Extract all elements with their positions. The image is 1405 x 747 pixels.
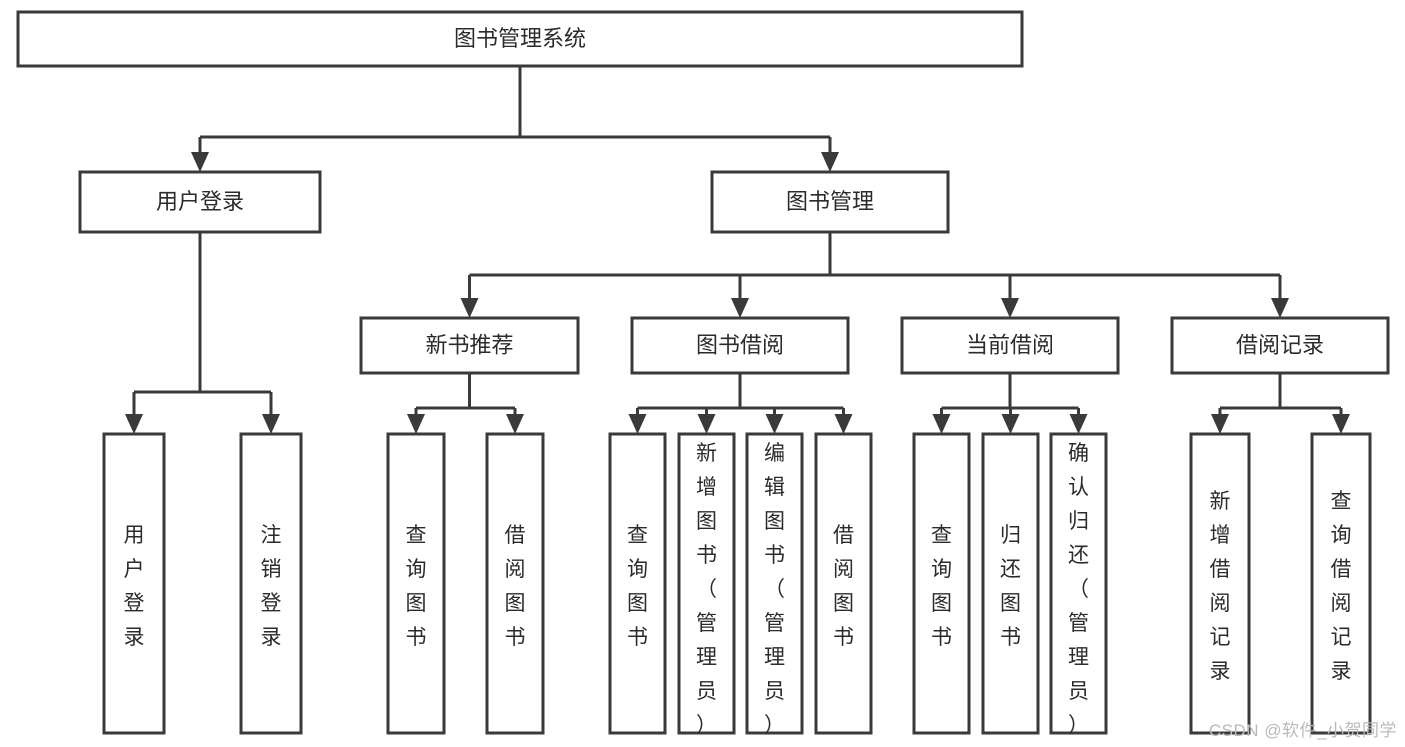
arrow-head-icon (821, 152, 839, 172)
arrow-head-icon (834, 414, 853, 434)
node-box-outline (608, 432, 667, 735)
node-box-outline (814, 432, 873, 735)
arrow-head-icon (262, 414, 280, 434)
arrow-head-icon (125, 414, 143, 434)
node-label: 图书借阅 (696, 332, 784, 357)
node-box-outline (677, 432, 736, 735)
node-新增图书管理员-leaf[interactable]: 新增图书（管理员） (677, 432, 736, 737)
node-新书推荐-level2[interactable]: 新书推荐 (359, 316, 580, 375)
node-借阅记录-level2[interactable]: 借阅记录 (1170, 316, 1390, 375)
arrow-head-icon (506, 414, 524, 434)
node-box-outline (239, 432, 303, 735)
arrow-head-icon (697, 414, 716, 434)
node-label: 借阅记录 (1236, 332, 1324, 357)
arrow-head-icon (191, 152, 209, 172)
node-box-outline (1049, 432, 1108, 735)
node-box-outline (16, 10, 1024, 68)
node-label: 当前借阅 (966, 332, 1054, 357)
node-当前借阅-level2[interactable]: 当前借阅 (900, 316, 1120, 375)
node-label: 借阅图书 (833, 524, 854, 649)
node-label: 借阅图书 (505, 524, 526, 649)
node-box-outline (1310, 432, 1372, 735)
node-查询图书-leaf[interactable]: 查询图书 (386, 432, 446, 735)
node-box-outline (1189, 432, 1251, 735)
node-box-outline (1170, 316, 1390, 375)
node-查询借阅记录-leaf[interactable]: 查询借阅记录 (1310, 432, 1372, 735)
node-box-outline (630, 316, 850, 375)
arrow-head-icon (731, 298, 749, 318)
node-label: 用户登录 (124, 524, 145, 649)
node-label: 查询图书 (406, 524, 427, 649)
node-box-outline (102, 432, 166, 735)
node-图书借阅-level2[interactable]: 图书借阅 (630, 316, 850, 375)
arrow-head-icon (1211, 414, 1229, 434)
node-归还图书-leaf[interactable]: 归还图书 (981, 432, 1040, 735)
node-label: 查询借阅记录 (1331, 490, 1352, 683)
arrow-head-icon (407, 414, 425, 434)
node-用户登录-leaf[interactable]: 用户登录 (102, 432, 166, 735)
arrow-head-icon (932, 414, 951, 434)
arrow-head-icon (765, 414, 784, 434)
node-label: 编辑图书（管理员） (764, 442, 785, 737)
node-注销登录-leaf[interactable]: 注销登录 (239, 432, 303, 735)
node-确认归还管理员-leaf[interactable]: 确认归还（管理员） (1049, 432, 1108, 737)
node-label: 查询图书 (931, 524, 952, 649)
node-label: 新增借阅记录 (1210, 490, 1231, 683)
arrow-head-icon (460, 298, 479, 318)
arrow-head-icon (1069, 414, 1088, 434)
node-图书管理系统-root[interactable]: 图书管理系统 (16, 10, 1024, 68)
node-借阅图书-leaf[interactable]: 借阅图书 (485, 432, 545, 735)
node-box-outline (485, 432, 545, 735)
node-box-outline (359, 316, 580, 375)
node-用户登录-level1[interactable]: 用户登录 (78, 170, 322, 234)
arrow-head-icon (1271, 298, 1289, 318)
node-查询图书-leaf[interactable]: 查询图书 (912, 432, 971, 735)
node-box-outline (912, 432, 971, 735)
node-box-outline (745, 432, 804, 735)
arrow-head-icon (1001, 414, 1020, 434)
node-box-outline (386, 432, 446, 735)
node-图书管理-level1[interactable]: 图书管理 (710, 170, 950, 234)
node-box-outline (710, 170, 950, 234)
node-label: 新书推荐 (425, 332, 513, 357)
node-编辑图书管理员-leaf[interactable]: 编辑图书（管理员） (745, 432, 804, 737)
arrow-head-icon (628, 414, 647, 434)
node-新增借阅记录-leaf[interactable]: 新增借阅记录 (1189, 432, 1251, 735)
node-查询图书-leaf[interactable]: 查询图书 (608, 432, 667, 735)
node-label: 图书管理系统 (454, 26, 586, 51)
node-box-outline (981, 432, 1040, 735)
arrow-head-icon (1332, 414, 1350, 434)
node-label: 用户登录 (156, 189, 244, 214)
node-box-outline (900, 316, 1120, 375)
node-label: 确认归还（管理员） (1068, 442, 1089, 737)
node-label: 注销登录 (261, 524, 282, 649)
watermark-label: CSDN @软件_小贺同学 (1208, 721, 1397, 740)
node-label: 图书管理 (786, 189, 874, 214)
arrow-head-icon (1001, 298, 1019, 318)
node-label: 新增图书（管理员） (696, 442, 717, 737)
node-label: 查询图书 (627, 524, 648, 649)
node-box-outline (78, 170, 322, 234)
node-借阅图书-leaf[interactable]: 借阅图书 (814, 432, 873, 735)
node-label: 归还图书 (1000, 524, 1021, 649)
